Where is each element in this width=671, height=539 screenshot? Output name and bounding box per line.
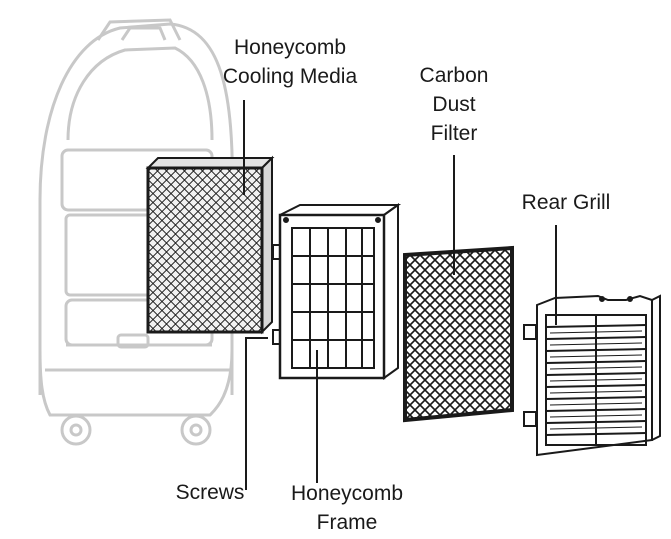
leader-lines bbox=[243, 100, 557, 490]
label-carbon-dust-filter: Carbon Dust Filter bbox=[419, 64, 489, 145]
rear-grill bbox=[523, 294, 661, 457]
label-honeycomb-frame: Honeycomb Frame bbox=[290, 482, 404, 534]
label-screws: Screws bbox=[175, 481, 245, 504]
label-honeycomb-cooling-media: Honeycomb Cooling Media bbox=[222, 36, 358, 88]
screws-leader bbox=[245, 337, 268, 490]
label-rear-grill: Rear Grill bbox=[521, 191, 611, 214]
honeycomb-cooling-media bbox=[145, 155, 275, 335]
honeycomb-frame bbox=[272, 203, 402, 380]
carbon-dust-filter bbox=[403, 245, 514, 423]
